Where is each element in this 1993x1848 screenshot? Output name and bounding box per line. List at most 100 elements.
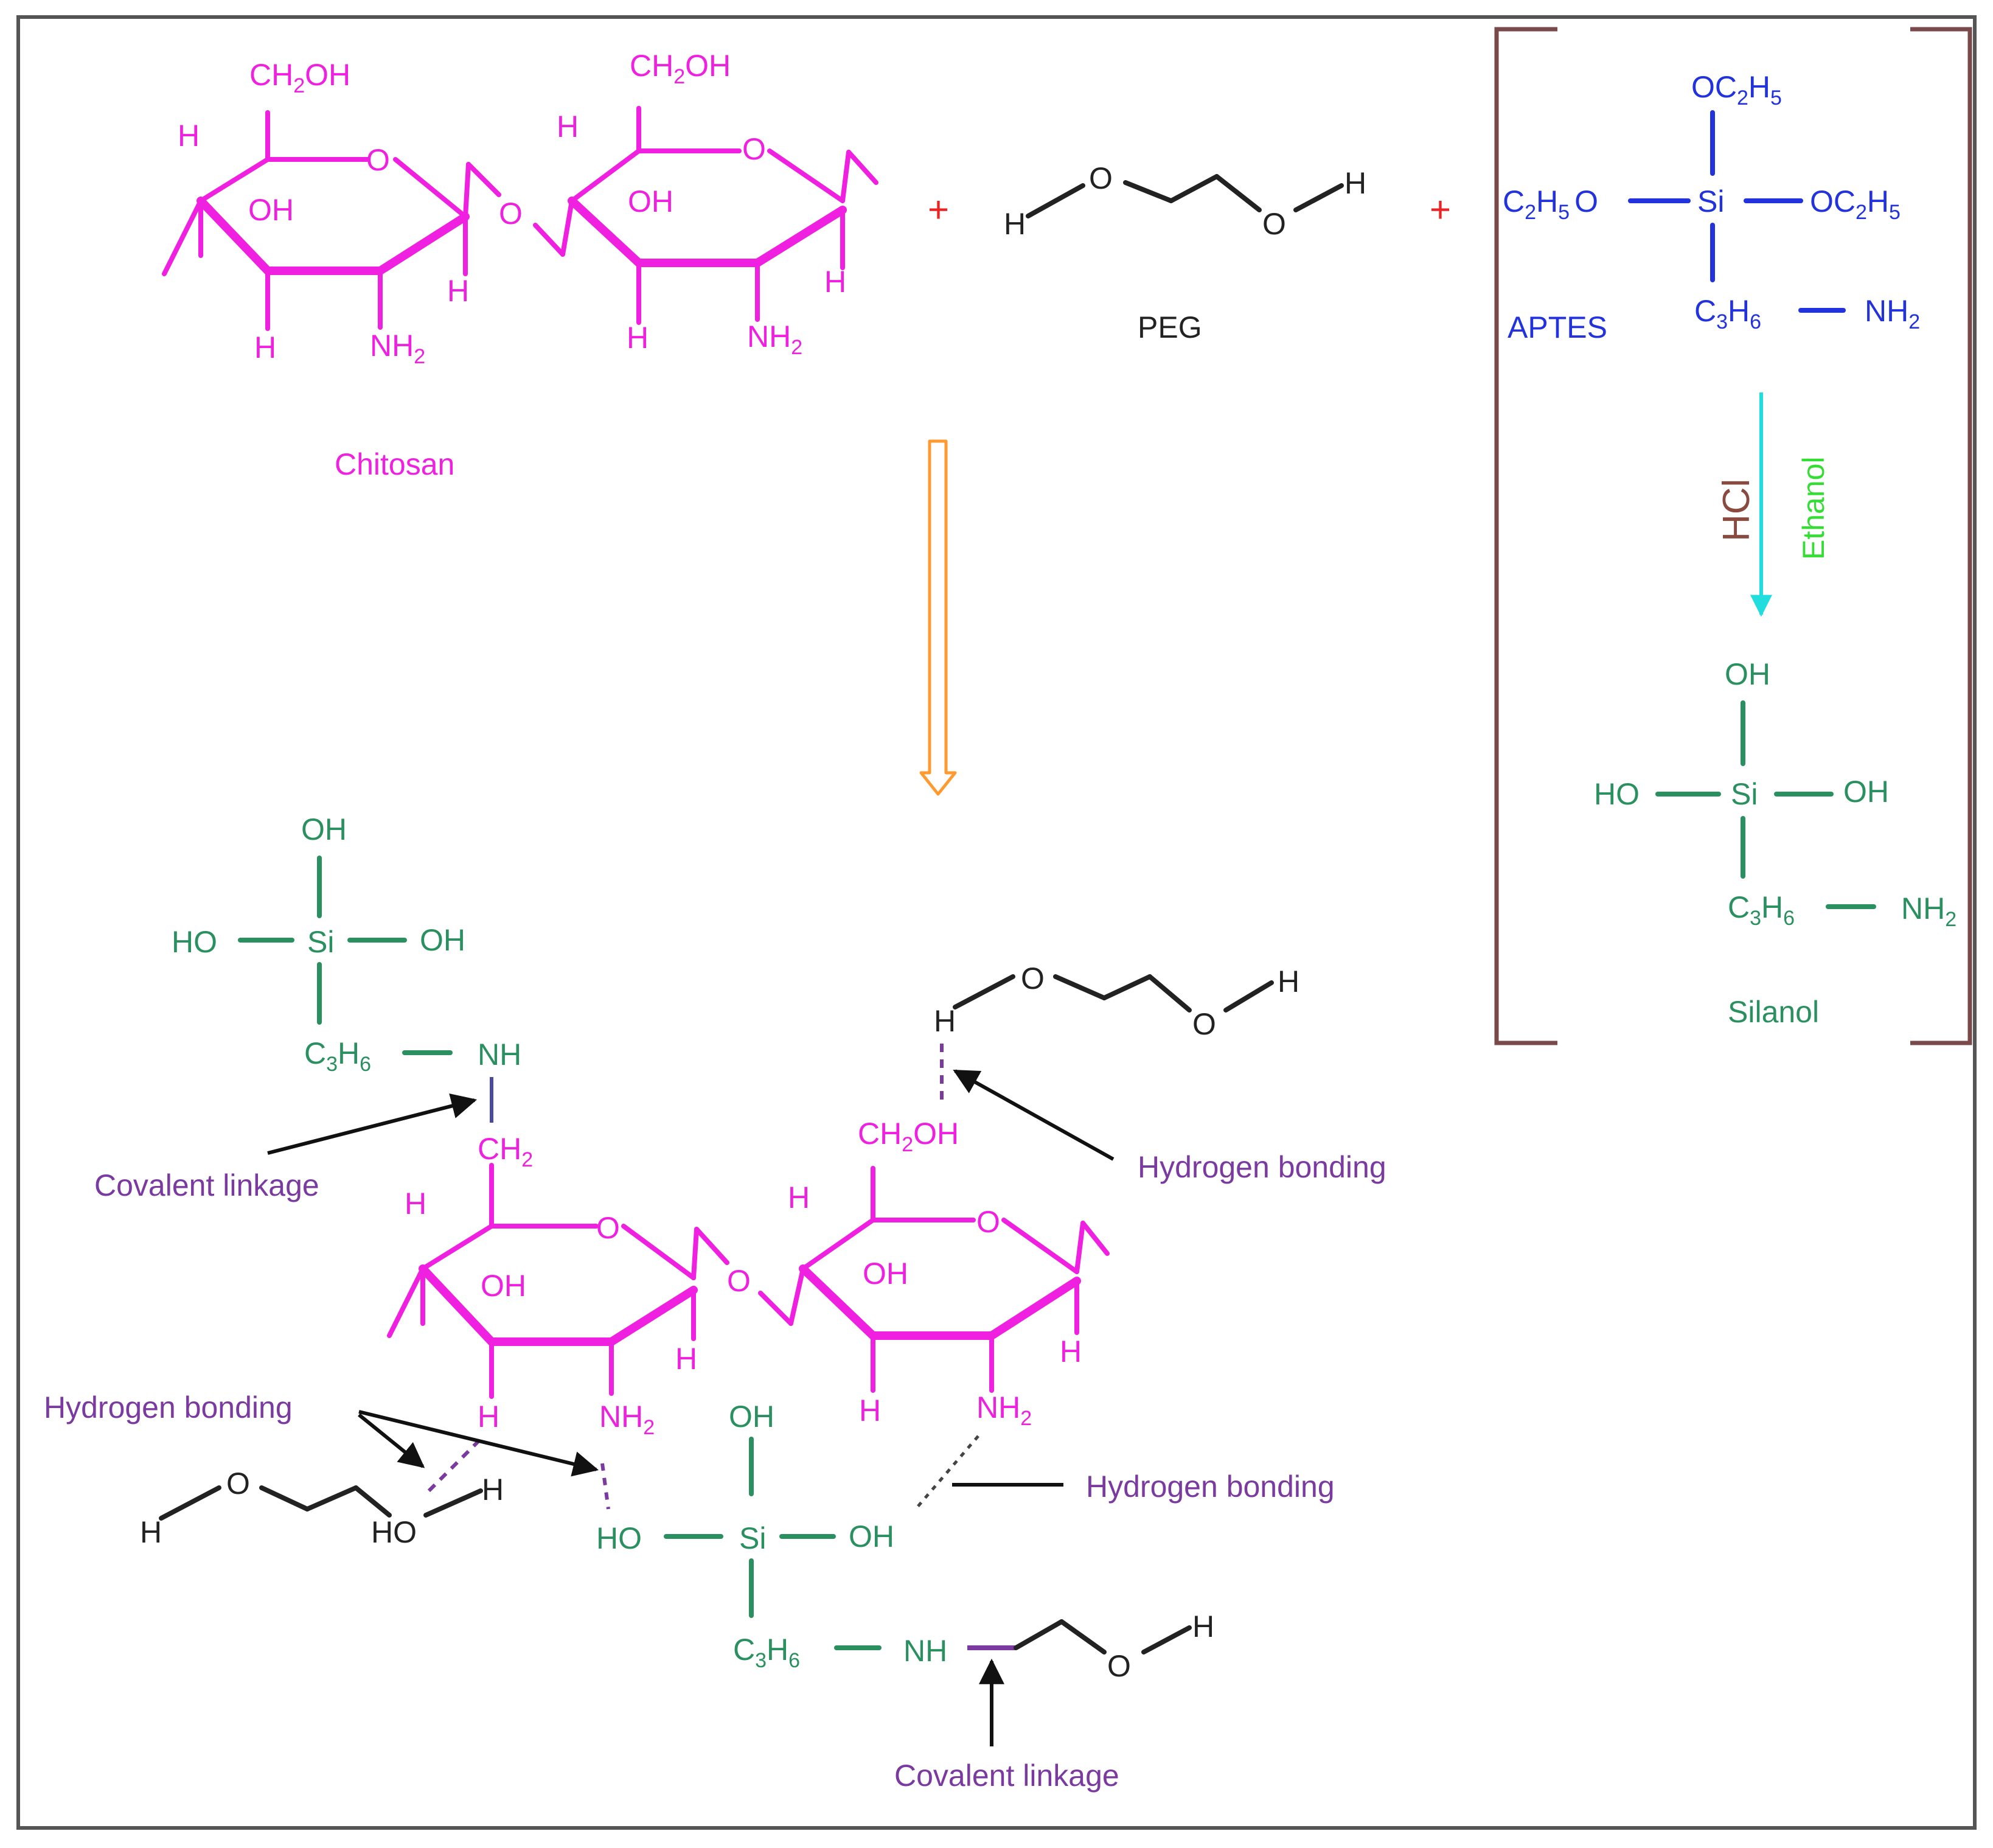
product-h-right-1: H [675,1342,697,1376]
product-h-bottom-1: H [478,1400,499,1434]
product-nh2-1: NH2 [599,1400,655,1439]
pointer-hbond-top [953,1069,1115,1161]
aptes-si: Si [1697,184,1724,218]
peg-h-left: H [1004,207,1026,241]
product-oh-1: OH [481,1269,526,1303]
peg-o-2: O [1262,207,1286,241]
product-top-nh: NH [478,1037,521,1072]
label-hydrogen-bonding-top: Hydrogen bonding [1138,1150,1386,1184]
product-h-top-2: H [788,1180,810,1215]
product-h-top-1: H [405,1187,426,1221]
product-peg-top-o-1: O [1021,961,1045,995]
product-bottom-si: Si [739,1521,766,1555]
hbond-nh2-silanol-oh [914,1435,979,1510]
chitosan-reactant: CH2OH O H OH H H NH2 O CH2OH O H OH H H … [162,49,878,481]
annotation-labels: Covalent linkage Hydrogen bonding Hydrog… [44,1150,1386,1793]
product-peg-top: H O O H [934,961,1299,1041]
pointer-hbond-left-1 [358,1413,425,1468]
product-peg-bottom: O H [1014,1609,1214,1683]
product-bottom-si-ho: HO [596,1521,642,1555]
silanol-oh-right: OH [1843,775,1889,809]
product-bottom-si-oh-top: OH [729,1400,774,1434]
product-ch2: CH2 [478,1132,533,1171]
product-ch2oh-2: CH2OH [858,1117,959,1156]
aptes-c3h6: C3H6 [1694,294,1761,333]
product-nh2-2: NH2 [976,1390,1032,1430]
label-covalent-linkage-bottom: Covalent linkage [894,1759,1119,1793]
product-bottom-c3h6: C3H6 [733,1633,800,1672]
aptes-oc2h5-right: OC2H5 [1810,184,1901,224]
chitosan-h-right-1: H [447,274,469,308]
figure-frame [16,15,1977,1830]
plus-sign-1: + [928,189,949,230]
product-top-si-oh-top: OH [301,812,347,846]
silanol-c3h6: C3H6 [1728,890,1795,930]
product-peg-left-h: H [140,1515,162,1549]
hcl-label: HCl [1716,479,1758,542]
product-silanol-top: OH HO Si OH C3H6 NH [172,812,521,1076]
pointer-hbond-left-2 [358,1410,599,1477]
chitosan-h-bottom-1: H [254,330,276,364]
aptes-name: APTES [1508,310,1607,344]
product-ring-o-2: O [976,1205,1000,1239]
product-top-si: Si [307,925,334,959]
silanol-nh2: NH2 [1901,891,1956,931]
product-peg-left-ho: HO [371,1515,417,1549]
chitosan-nh2-2: NH2 [747,319,802,359]
product-top-c3h6: C3H6 [304,1036,371,1076]
chitosan-h-top-2: H [557,110,579,144]
product-peg-top-h-left: H [934,1004,956,1038]
product-peg-top-h-right: H [1278,964,1299,999]
product-h-bottom-2: H [859,1393,881,1428]
product-ring-o-1: O [596,1211,620,1245]
hbond-ring-silanol-ho [600,1463,610,1510]
silanol-molecule: OH HO Si OH C3H6 NH2 Silanol [1594,657,1956,1029]
chitosan-ring-o-1: O [366,143,390,177]
chitosan-h-bottom-2: H [627,321,649,355]
pointer-covalent-top [267,1093,478,1155]
chitosan-h-right-2: H [824,265,846,299]
product-chitosan: CH2 O H OH H H NH2 O CH2OH O H OH H H NH… [387,1117,1110,1439]
peg-o-1: O [1089,161,1113,195]
label-hydrogen-bonding-left: Hydrogen bonding [44,1390,293,1424]
peg-h-right: H [1344,166,1366,200]
chitosan-name: Chitosan [335,447,454,481]
hydrolysis-step: HCl Ethanol [1716,392,1831,617]
product-oh-2: OH [863,1257,908,1291]
product-h-right-2: H [1060,1334,1082,1369]
peg-name: PEG [1138,310,1202,344]
peg-reactant: H O O H PEG [1004,161,1366,344]
silanol-si: Si [1731,777,1758,811]
ethanol-label: Ethanol [1796,456,1831,560]
product-peg-bottom-o: O [1107,1649,1131,1683]
aptes-nh2: NH2 [1865,294,1920,333]
aptes-oc2h5-top: OC2H5 [1691,70,1782,110]
chitosan-nh2-1: NH2 [370,329,425,368]
product-top-si-oh-right: OH [420,923,465,957]
silanol-name: Silanol [1728,995,1819,1029]
product-peg-left-h-right: H [482,1473,504,1507]
product-peg-bottom-h: H [1192,1609,1214,1644]
chitosan-h-top-1: H [178,119,200,153]
product-silanol-bottom: OH HO Si OH C3H6 NH [596,1400,947,1672]
product-peg-left: H O HO H [140,1466,504,1549]
chitosan-ring-o-2: O [742,132,766,166]
chitosan-ch2oh-1: CH2OH [249,58,350,97]
label-covalent-linkage-top: Covalent linkage [94,1168,319,1202]
chitosan-glycosidic-o: O [499,197,523,231]
silanol-oh-top: OH [1725,657,1770,691]
label-hydrogen-bonding-right: Hydrogen bonding [1086,1470,1335,1504]
product-glycosidic-o: O [727,1264,751,1298]
product-bottom-si-oh-right: OH [849,1519,894,1553]
aptes-bracket [1494,27,1972,1045]
product-top-si-ho: HO [172,925,217,959]
main-reaction-arrow [919,439,957,796]
product-peg-left-o: O [226,1466,250,1501]
chitosan-oh-2: OH [628,184,673,218]
hbond-peg-ring-h [427,1437,482,1493]
chitosan-ch2oh-2: CH2OH [630,49,731,88]
